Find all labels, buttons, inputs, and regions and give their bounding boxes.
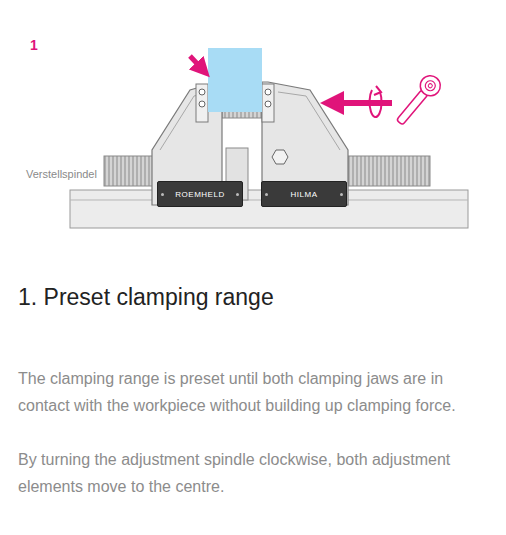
- plate-screw: [236, 193, 239, 196]
- brand-label: HILMA: [291, 190, 318, 199]
- jaw-hole: [265, 89, 271, 95]
- jaw-insert: [196, 84, 208, 122]
- hex-screw: [272, 150, 288, 164]
- jaw-hole: [199, 101, 205, 107]
- plate-screw: [161, 193, 164, 196]
- name-plate: HILMA: [261, 181, 347, 207]
- step-number: 1: [30, 36, 60, 54]
- heading: 1. Preset clamping range: [18, 282, 488, 312]
- jaw-edge: [278, 92, 340, 150]
- jaw-insert: [262, 84, 274, 122]
- jaw-hole: [199, 89, 205, 95]
- jaw-hole: [265, 101, 271, 107]
- rotation-head: [374, 86, 381, 95]
- spindle-thread: [104, 156, 154, 186]
- contact-arrow: [190, 56, 203, 70]
- plate-screw: [340, 193, 343, 196]
- body-text: The clamping range is preset until both …: [18, 365, 496, 419]
- spindle-thread: [348, 156, 430, 186]
- plate-screw: [265, 193, 268, 196]
- workpiece: [208, 48, 262, 112]
- body-text: By turning the adjustment spindle clockw…: [18, 446, 496, 500]
- name-plate: ROEMHELD: [157, 181, 243, 207]
- wrench-icon: [392, 72, 445, 129]
- brand-label: ROEMHELD: [175, 190, 224, 199]
- part-label: Verstellspindel: [26, 167, 106, 181]
- turn-arrow: [332, 100, 392, 106]
